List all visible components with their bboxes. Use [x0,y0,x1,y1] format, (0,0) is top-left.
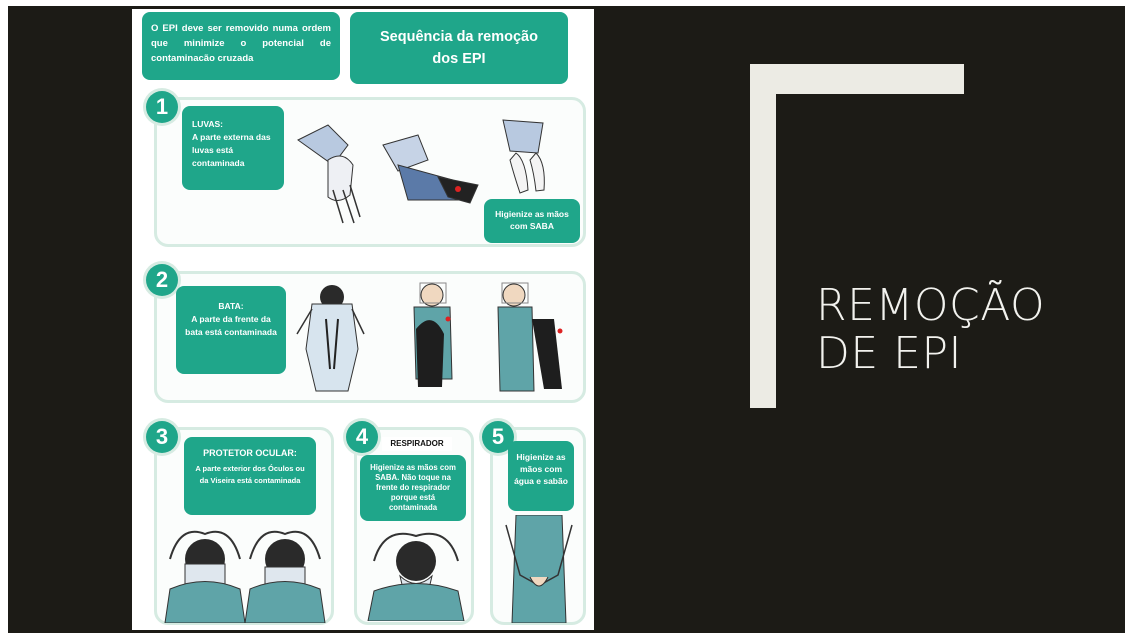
epi-removal-poster: O EPI deve ser removido numa ordem que m… [132,9,594,630]
gown-removal-illustration [296,282,563,392]
hand-figure-2 [382,134,479,204]
intro-text: O EPI deve ser removido numa ordem que m… [151,23,331,64]
step-2-box: BATA: A parte da frente da bata está con… [176,286,286,374]
step-4-text: Higienize as mãos com SABA. Não toque na… [370,463,456,512]
step-4-box: Higienize as mãos com SABA. Não toque na… [360,455,466,521]
title-bracket-left [750,64,776,408]
step-3-number: 3 [146,421,178,453]
step-3-text: A parte exterior dos Óculos ou da Viseir… [195,464,305,485]
head-figure-2 [244,530,326,623]
step-2-text: A parte da frente da bata está contamina… [185,314,277,337]
gown-figure-1 [296,285,365,392]
step-5-text: Higienize as mãos com água e sabão [514,452,568,486]
step-1-number: 1 [146,91,178,123]
intro-box: O EPI deve ser removido numa ordem que m… [142,12,340,80]
step-2-title: BATA: [218,301,244,311]
glove-removal-illustration [297,119,545,224]
step-4-number: 4 [346,421,378,453]
gown-figure-2 [413,282,453,387]
poster-heading: Sequência da remoção dos EPI [380,29,538,67]
respirator-removal-illustration [367,532,465,621]
head-figure-1 [164,530,246,623]
step-3-box: PROTETOR OCULAR: A parte exterior dos Óc… [184,437,316,515]
gown-figure-3 [497,282,563,392]
hand-hygiene-illustration [505,515,573,623]
step-1-hygiene-note: Higienize as mãos com SABA [484,199,580,243]
title-bracket-top [750,64,964,94]
slide-title: REMOÇÃO DE EPI [816,280,1046,379]
step-1-text: A parte externa das luvas está contamina… [192,132,271,168]
hand-figure-1 [297,124,361,224]
goggles-removal-illustration [164,530,326,623]
step-1-note-text: Higienize as mãos com SABA [495,209,569,231]
step-2-number: 2 [146,264,178,296]
heading-box: Sequência da remoção dos EPI [350,12,568,84]
step-1-title: LUVAS: [192,119,224,129]
step-3-title: PROTETOR OCULAR: [203,448,297,458]
slide: O EPI deve ser removido numa ordem que m… [8,6,1125,633]
step-5-box: Higienize as mãos com água e sabão [508,441,574,511]
step-1-box: LUVAS: A parte externa das luvas está co… [182,106,284,190]
hand-figure-3 [502,119,545,194]
step-4-title: RESPIRADOR [382,437,452,451]
